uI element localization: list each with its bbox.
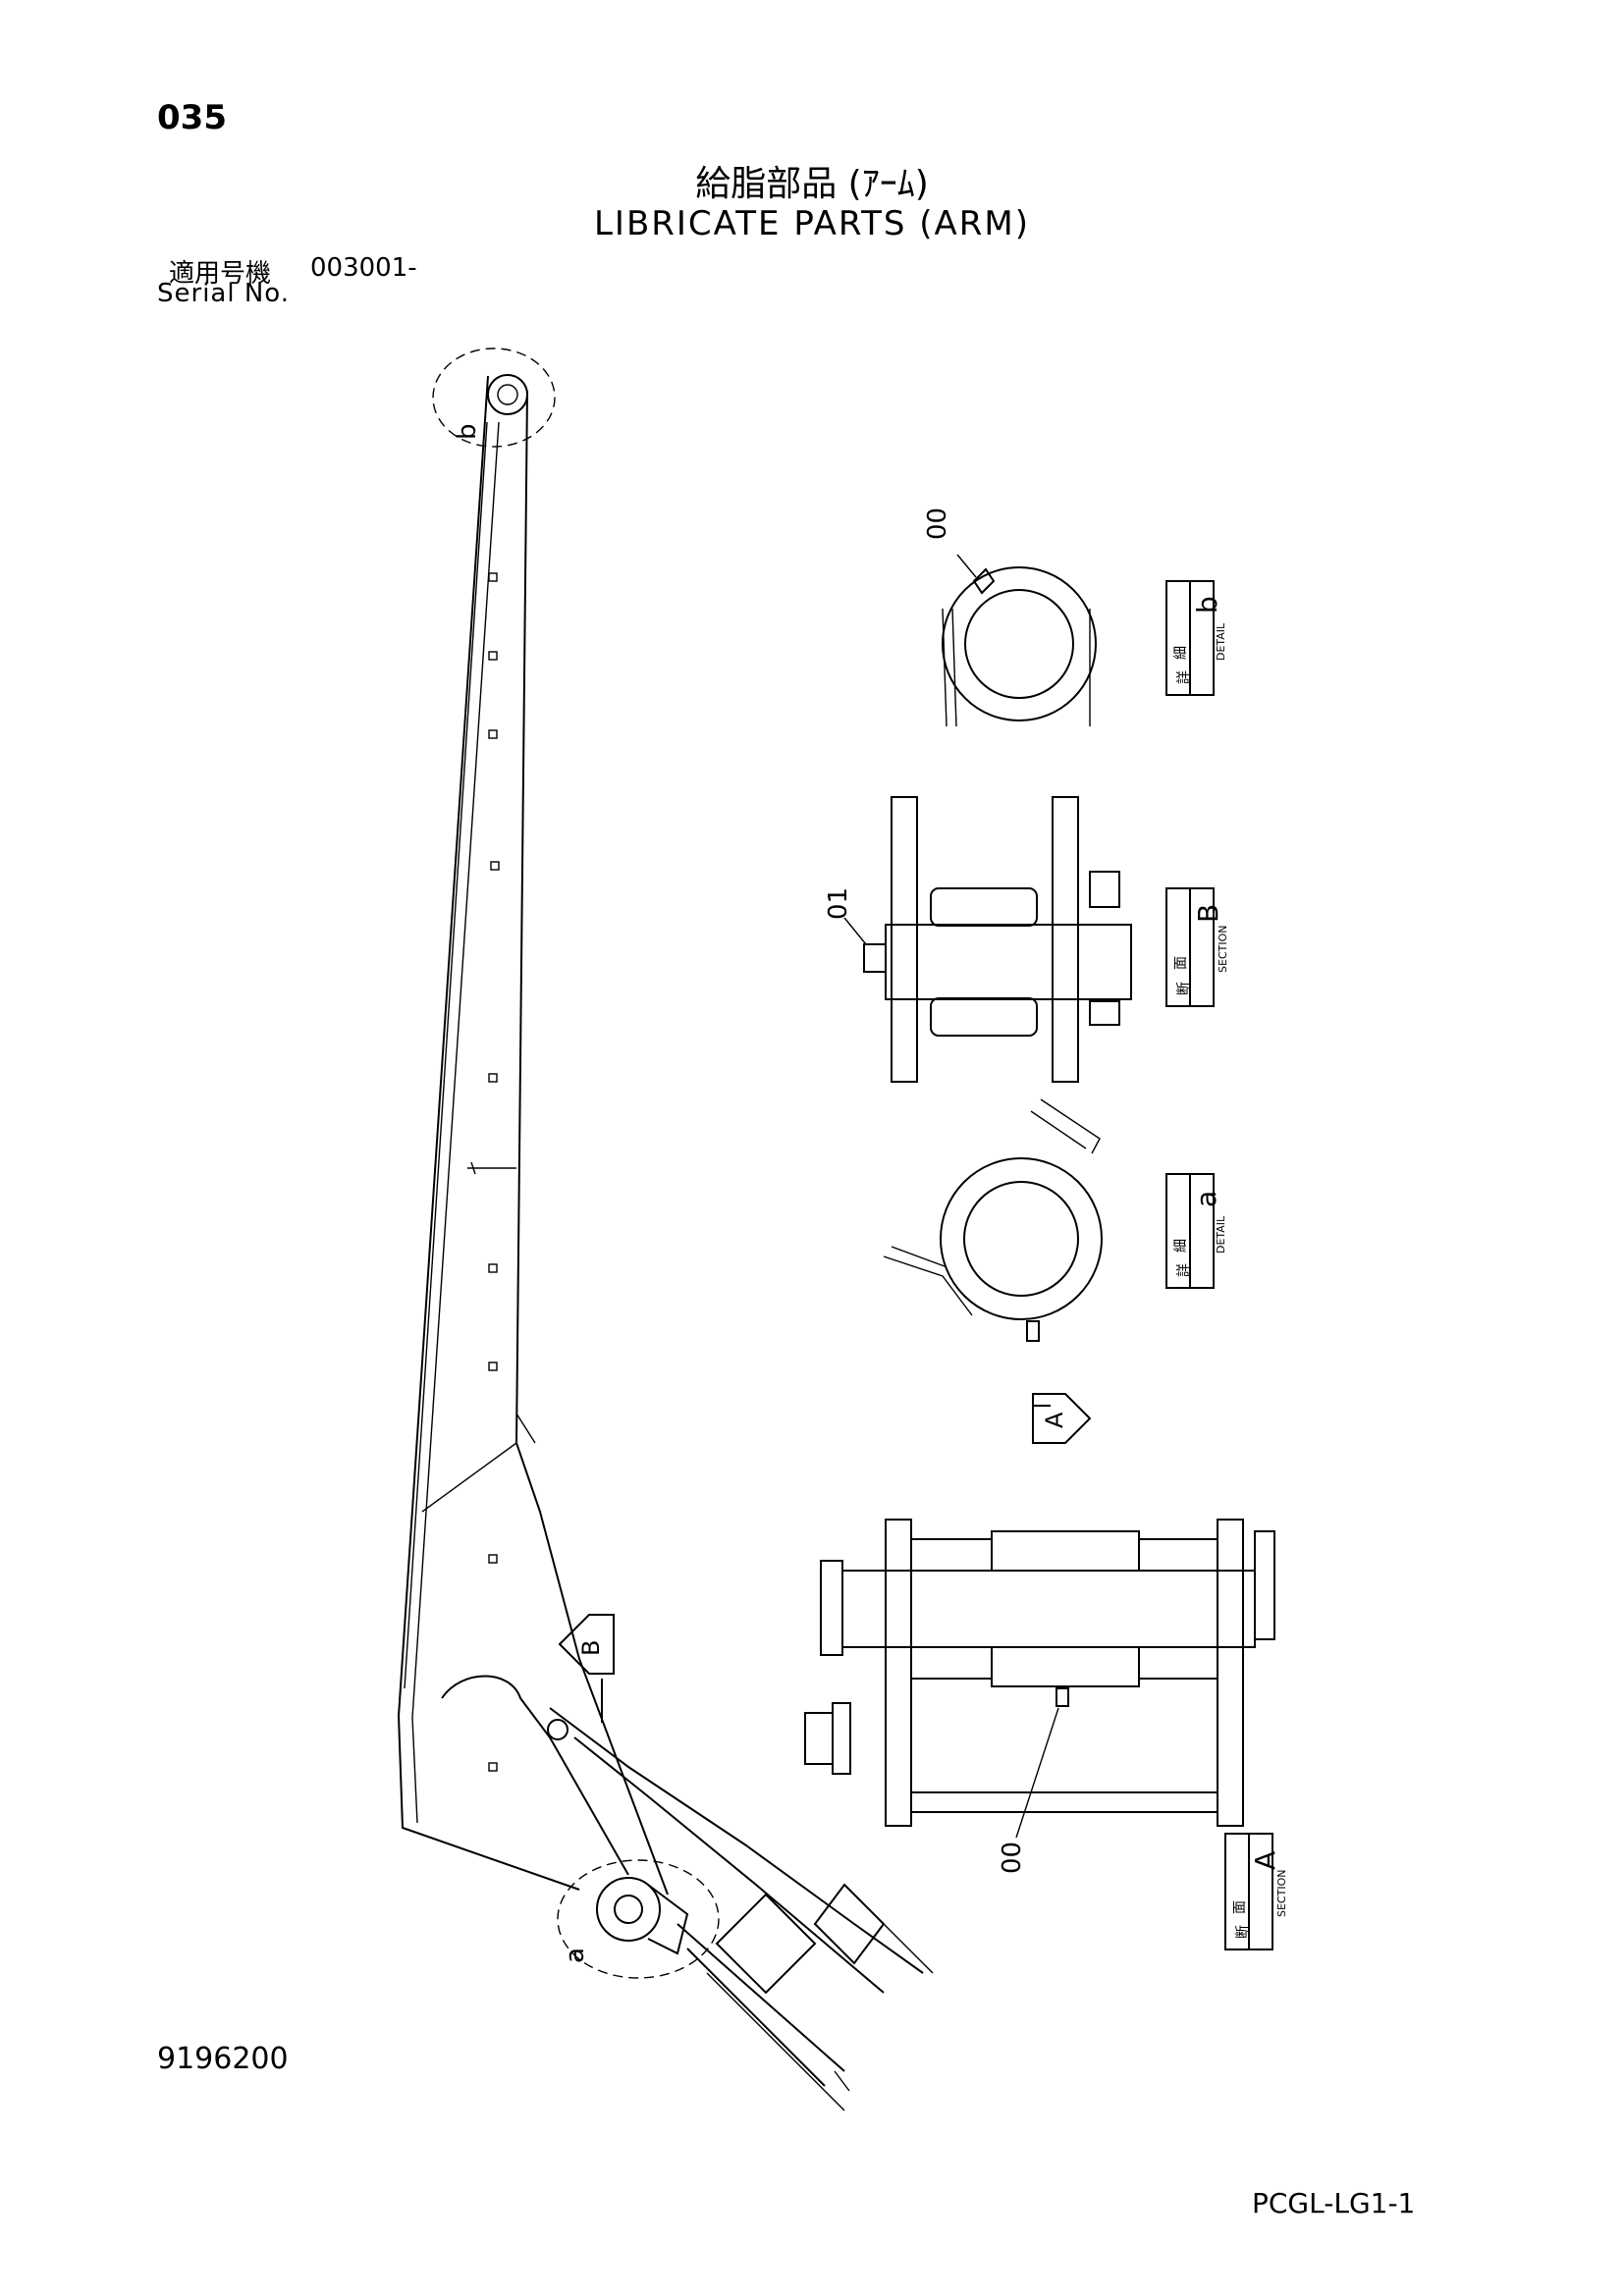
grease-nipple-section-a xyxy=(1056,1687,1069,1707)
section-b-view: 01 断 面 SECTION B xyxy=(824,796,1229,1083)
section-a-part-callout: 00 xyxy=(998,1842,1027,1874)
svg-text:A: A xyxy=(1249,1851,1281,1870)
detail-a-bore xyxy=(963,1181,1079,1297)
svg-text:面: 面 xyxy=(1232,1900,1248,1914)
section-b-pin xyxy=(885,924,1132,1000)
svg-text:面: 面 xyxy=(1173,956,1189,970)
svg-text:細: 細 xyxy=(1173,1239,1189,1253)
detail-b-circle xyxy=(432,347,556,448)
page-title-english: LIBRICATE PARTS (ARM) xyxy=(593,204,1030,243)
svg-text:DETAIL: DETAIL xyxy=(1215,622,1227,661)
page-number: 035 xyxy=(157,98,227,137)
cylinder-end-boss xyxy=(596,1877,661,1942)
section-a-pin xyxy=(841,1570,1256,1648)
section-b-arrow: B xyxy=(558,1614,615,1723)
detail-a-view: 詳 細 DETAIL a xyxy=(883,1098,1227,1342)
arm-outline: b a B xyxy=(397,347,934,2111)
grease-nipple-detail-a xyxy=(1026,1320,1040,1342)
detail-b-part-callout: 00 xyxy=(923,507,952,540)
svg-text:B: B xyxy=(1192,904,1224,923)
detail-b-outer-ring xyxy=(942,566,1097,721)
svg-text:SECTION: SECTION xyxy=(1217,926,1229,973)
sheet-code: PCGL-LG1-1 xyxy=(1252,2187,1416,2219)
arm-top-pin xyxy=(487,374,528,415)
drawing-number: 9196200 xyxy=(157,2042,289,2076)
svg-text:断: 断 xyxy=(1235,1925,1251,1939)
svg-text:断: 断 xyxy=(1176,982,1192,995)
link-pin xyxy=(547,1719,568,1740)
serial-label-japanese: 適用号機 xyxy=(169,259,272,289)
serial-label-english: Serial No. xyxy=(157,279,290,308)
weld-marks xyxy=(488,572,500,1772)
page-title-japanese: 給脂部品 (ｱｰﾑ) xyxy=(695,164,929,204)
detail-b-label: b xyxy=(453,423,482,440)
serial-number-value: 003001- xyxy=(310,253,417,283)
svg-text:a: a xyxy=(1190,1191,1222,1207)
svg-text:詳: 詳 xyxy=(1176,670,1192,684)
svg-text:DETAIL: DETAIL xyxy=(1215,1215,1227,1254)
detail-b-bore xyxy=(964,589,1074,699)
detail-a-circle xyxy=(557,1859,720,1979)
section-a-arrow: A xyxy=(1032,1393,1092,1444)
svg-text:細: 細 xyxy=(1173,646,1189,660)
detail-b-view: 00 詳 細 DETAIL b xyxy=(923,507,1227,727)
grease-nipple-section-b xyxy=(863,943,887,973)
svg-text:b: b xyxy=(1191,596,1223,614)
svg-text:B: B xyxy=(577,1640,605,1656)
svg-text:詳: 詳 xyxy=(1176,1263,1192,1277)
detail-a-label: a xyxy=(561,1948,590,1963)
svg-text:A: A xyxy=(1041,1412,1068,1428)
section-b-part-callout: 01 xyxy=(824,887,853,920)
grease-nipple-detail-b xyxy=(972,567,996,595)
detail-a-outer-ring xyxy=(940,1157,1103,1320)
section-a-view: 00 断 面 SECTION A xyxy=(804,1519,1288,1950)
svg-text:SECTION: SECTION xyxy=(1275,1870,1288,1917)
